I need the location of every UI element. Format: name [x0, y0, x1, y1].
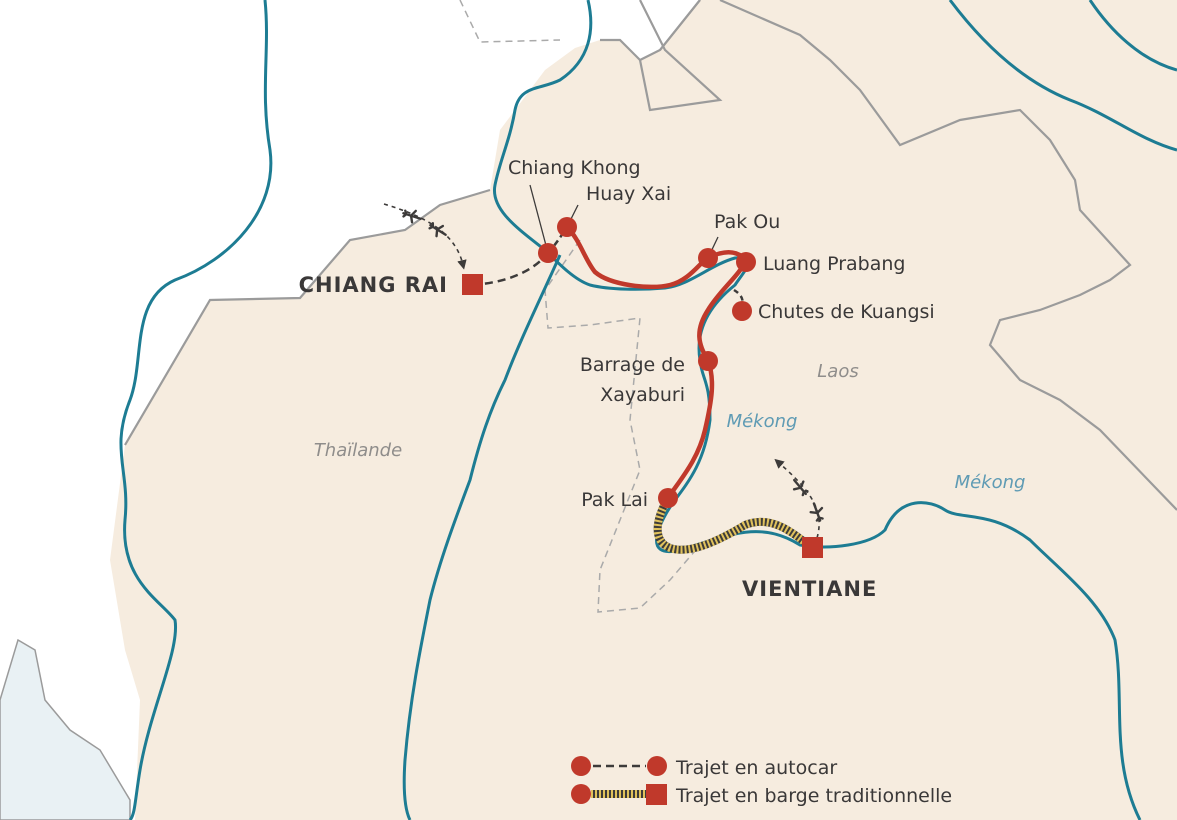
river-northeast-2	[1088, 0, 1177, 72]
legend-barge-label: Trajet en barge traditionnelle	[675, 785, 952, 807]
river-west	[119, 0, 273, 820]
city-label-xayaburi-2: Xayaburi	[600, 384, 685, 406]
river-mekong-branch	[402, 254, 562, 820]
hub-vientiane	[802, 537, 823, 558]
river-label-mekong-1: Mékong	[727, 411, 798, 432]
river-northeast	[948, 0, 1177, 152]
border-north-wedge	[638, 0, 723, 112]
land-region-west	[0, 638, 131, 820]
city-label-chiang-khong: Chiang Khong	[508, 157, 641, 179]
city-label-kuangsi: Chutes de Kuangsi	[758, 301, 935, 323]
city-label-pak-ou: Pak Ou	[714, 211, 780, 233]
dashed-border-central	[544, 239, 701, 613]
river-label-mekong-2: Mékong	[955, 472, 1026, 493]
dashed-border-north	[459, 0, 561, 43]
stop-pak-ou	[698, 248, 718, 268]
flight-arc-vientiane	[774, 458, 820, 539]
land-region	[110, 0, 1177, 820]
stop-pak-lai	[658, 488, 678, 508]
legend-barge-start	[571, 784, 591, 804]
stop-chiang-khong	[538, 243, 558, 263]
city-label-pak-lai: Pak Lai	[581, 489, 648, 511]
city-label-vientiane: VIENTIANE	[742, 577, 877, 601]
city-label-xayaburi-1: Barrage de	[580, 354, 685, 376]
map-legend: Trajet en autocar Trajet en barge tradit…	[571, 756, 952, 807]
river-mekong	[493, 0, 1142, 820]
barge-route-stripes	[653, 495, 815, 554]
flight-arc-chiangrai	[383, 203, 467, 270]
legend-coach-start	[571, 756, 591, 776]
legend-coach-end	[647, 756, 667, 776]
legend-coach-label: Trajet en autocar	[675, 757, 837, 779]
leader-chiang-khong	[529, 184, 549, 254]
stop-xayaburi	[698, 351, 718, 371]
stop-huay-xai	[557, 217, 577, 237]
stop-luang-prabang	[736, 252, 756, 272]
country-label-laos: Laos	[817, 361, 858, 382]
country-label-thailand: Thaïlande	[314, 440, 402, 461]
stop-kuangsi	[732, 301, 752, 321]
city-label-luang-prabang: Luang Prabang	[763, 253, 905, 275]
hub-chiang-rai	[462, 274, 483, 295]
legend-barge-end	[646, 784, 667, 805]
city-label-huay-xai: Huay Xai	[586, 183, 671, 205]
border-thailand	[124, 188, 491, 446]
city-label-chiang-rai: CHIANG RAI	[299, 273, 448, 297]
coach-route-chiangrai	[471, 252, 549, 287]
